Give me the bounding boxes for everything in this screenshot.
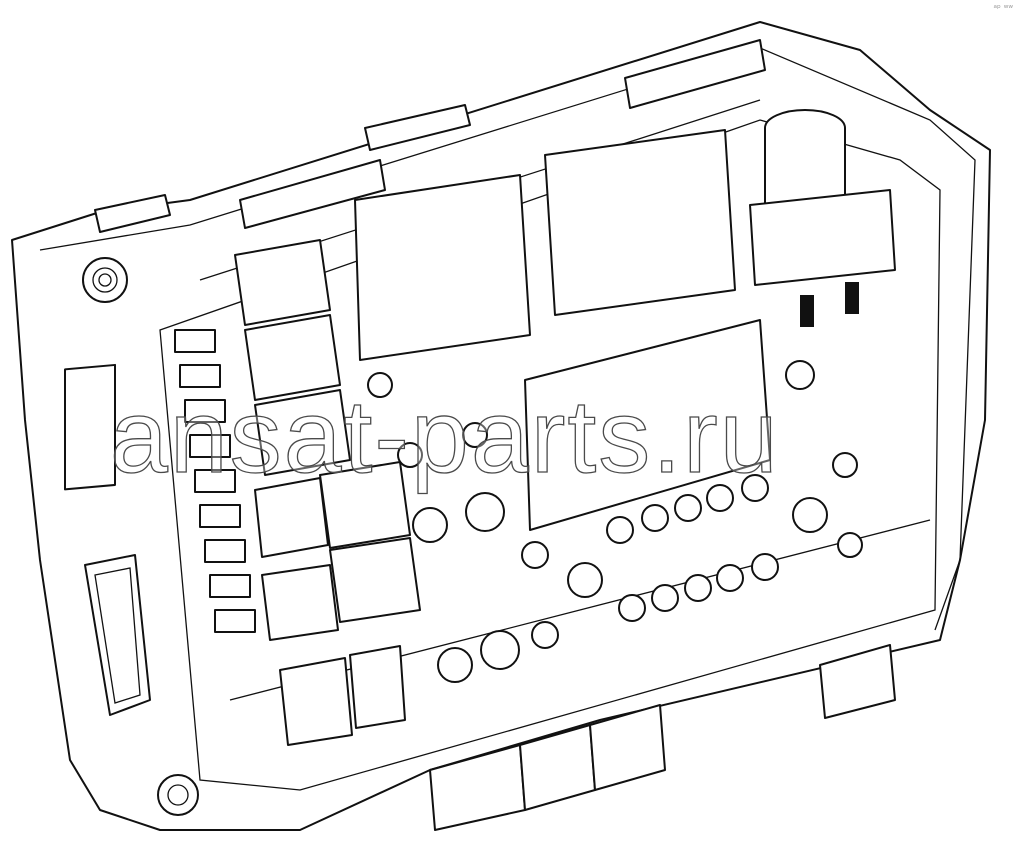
bottom-outlets	[429, 644, 896, 831]
relay-blocks	[234, 129, 771, 746]
main-terminal-post	[749, 109, 896, 327]
mounting-boss-top-left	[82, 257, 128, 303]
corner-mark: ᵃᵖ ʷʷ	[993, 4, 1013, 14]
mini-fuse-column	[174, 329, 256, 633]
top-clips	[94, 39, 766, 233]
watermark-text: ansat-parts.ru	[109, 378, 780, 495]
terminal-studs	[367, 360, 863, 683]
mounting-boss-bottom-left	[157, 774, 199, 816]
side-connector	[64, 363, 151, 716]
